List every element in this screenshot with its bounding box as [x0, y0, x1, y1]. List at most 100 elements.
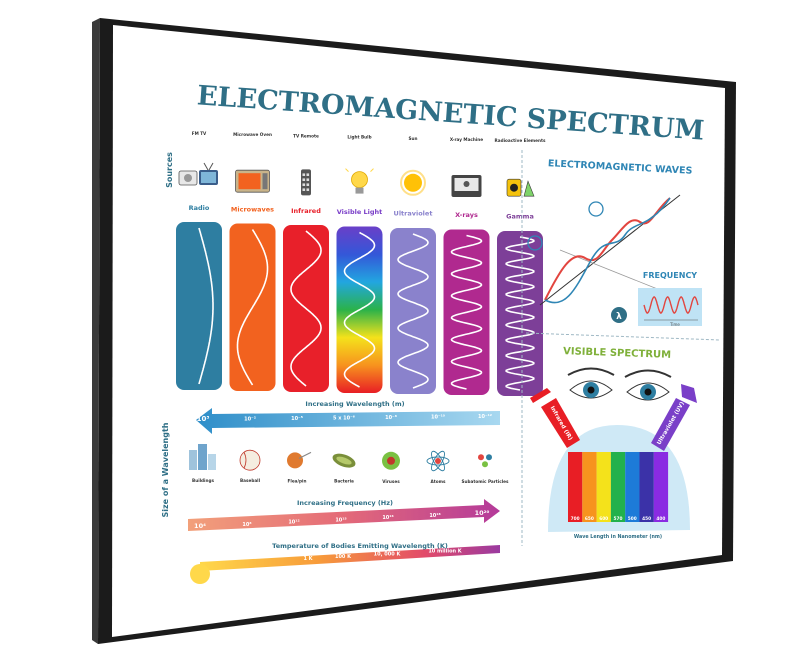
band-source-label: X-ray Machine: [450, 137, 483, 142]
rainbow-bars: [568, 452, 669, 522]
frequency-title: Increasing Frequency (Hz): [297, 499, 393, 507]
x-ray-machine-icon: [451, 175, 482, 197]
atom-icon: [426, 450, 450, 472]
particle-icon: [478, 454, 492, 468]
size-label-text: Atoms: [431, 479, 446, 484]
band-source-label: Radioactive Elements: [495, 138, 546, 143]
band-source-label: TV Remote: [293, 133, 319, 138]
bacteria-icon: [332, 453, 356, 468]
nm-tick: 500: [628, 516, 637, 522]
building-icon: [189, 444, 216, 470]
wavelength-arrow: Increasing Wavelength (m) 10³ 10⁻² 10⁻⁵ 5 x…: [196, 400, 500, 434]
visible-spectrum-title: VISIBLE SPECTRUM: [563, 346, 671, 361]
frequency-label: FREQUENCY: [643, 271, 697, 280]
light-bulb-icon: [345, 168, 374, 194]
frequency-graph: Time: [638, 288, 702, 327]
nm-tick: 650: [585, 516, 594, 522]
band-source-label: Sun: [409, 136, 418, 141]
wave-line: [450, 234, 483, 390]
rainbow-bar: [639, 452, 654, 522]
band-name: Infrared: [291, 207, 321, 215]
horizontal-divider: [525, 332, 721, 341]
em-waves-panel: ELECTROMAGNETIC WAVES λ FREQUENCY Time: [527, 158, 702, 327]
wavelength-tick: 10³: [197, 415, 210, 423]
frequency-tick: 10¹⁸: [429, 513, 440, 519]
frequency-tick: 10⁸: [242, 522, 251, 528]
nm-tick: 400: [656, 516, 665, 522]
frequency-tick: 10¹²: [288, 520, 299, 526]
wavelength-title: Increasing Wavelength (m): [305, 400, 404, 408]
wave-line: [397, 233, 429, 389]
size-label-text: Baseball: [240, 478, 261, 483]
size-label-text: Buildings: [192, 478, 214, 483]
size-label-text: Viruses: [382, 479, 400, 484]
band-source-label: Light Bulb: [347, 135, 371, 140]
microwave-oven-icon: [235, 169, 270, 193]
remote-control-icon: [301, 169, 311, 196]
size-label: Size of a Wavelength: [161, 422, 170, 517]
band-0: FM TV Radio: [176, 131, 222, 390]
temperature-title: Temperature of Bodies Emitting Wavelengt…: [272, 542, 448, 550]
rainbow-bar: [596, 452, 611, 522]
wave-panel: [176, 222, 222, 390]
temperature-bar: Temperature of Bodies Emitting Wavelengt…: [190, 542, 500, 584]
wavelength-tick: 10⁻¹⁰: [431, 415, 445, 421]
rainbow-bar: [582, 452, 597, 522]
temperature-tick: 10 million K: [428, 548, 462, 554]
nm-tick: 570: [614, 516, 623, 522]
frequency-arrow: Increasing Frequency (Hz) 10⁴ 10⁸ 10¹² 10¹⁵…: [188, 499, 500, 531]
wave-line: [198, 227, 214, 385]
temperature-tick: 10, 000 K: [374, 552, 402, 558]
band-name: Microwaves: [231, 205, 274, 213]
band-name: Ultraviolet: [394, 210, 433, 218]
rainbow-bar: [610, 452, 626, 522]
visible-spectrum-panel: VISIBLE SPECTRUM Infrared (IR): [530, 346, 697, 540]
wave-line: [505, 236, 535, 391]
band-source-label: Microwave Oven: [233, 132, 272, 137]
rainbow-bar: [568, 452, 583, 522]
band-name: X-rays: [455, 211, 478, 219]
left-eye-icon: [567, 367, 615, 399]
band-source-label: FM TV: [192, 131, 207, 136]
frequency-tick: 10²⁰: [475, 509, 490, 517]
nm-tick: 700: [571, 516, 580, 522]
nm-tick: 600: [599, 516, 608, 522]
baseball-icon: [239, 449, 261, 471]
size-label-text: Subatomic Particles: [462, 479, 509, 484]
band-name: Gamma: [506, 212, 534, 220]
size-label-text: Bacteria: [334, 479, 354, 484]
band-name: Visible Light: [337, 208, 383, 216]
svg-text:λ: λ: [616, 312, 622, 322]
wavelength-tick: 10⁻²: [244, 417, 256, 423]
radioactive-icon: [506, 178, 535, 197]
em-wave-diagram: λ: [527, 194, 681, 323]
frequency-tick: 10¹⁵: [335, 517, 346, 523]
wavelength-tick: 10⁻⁸: [385, 415, 397, 421]
tv-bezel-edge: [92, 18, 100, 644]
wave-line: [290, 230, 322, 387]
wave-line: [343, 231, 376, 388]
wavelength-tick: 10⁻¹²: [478, 414, 492, 420]
radio-tv-icon: [178, 162, 218, 186]
virus-icon: [382, 451, 400, 470]
wavelength-tick: 5 x 10⁻⁶: [333, 416, 355, 422]
nm-tick: 450: [642, 516, 651, 522]
frequency-tick: 10¹⁶: [382, 515, 393, 521]
band-name: Radio: [189, 204, 210, 212]
rainbow-bar: [625, 452, 640, 522]
frequency-tick: 10⁴: [194, 522, 206, 530]
rainbow-bar: [653, 452, 669, 522]
temperature-tick: 1 K: [303, 556, 313, 562]
right-eye-icon: [624, 369, 672, 401]
wavelength-tick: 10⁻⁵: [291, 416, 303, 422]
time-label: Time: [669, 322, 680, 327]
